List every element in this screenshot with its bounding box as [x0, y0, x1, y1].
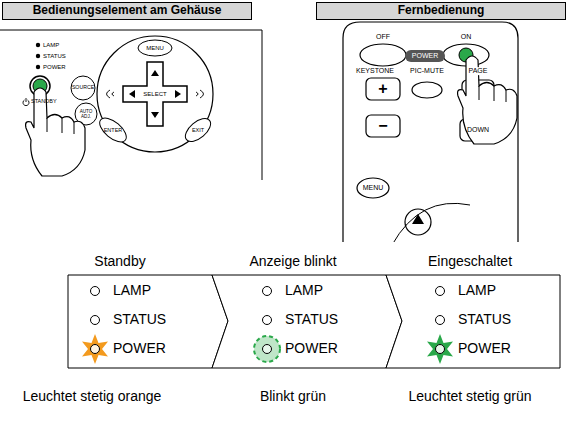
- hand-fingers: [47, 118, 74, 134]
- control-label: −: [378, 117, 387, 135]
- panel-caption: Blinkt grün: [260, 389, 326, 404]
- pad-ring: [392, 203, 470, 245]
- header-bar: Bedienungselement am Gehäuse: [2, 2, 252, 20]
- panel-heading: Standby: [94, 254, 145, 269]
- panel-border: [212, 275, 402, 368]
- indicator-label: STATUS: [285, 312, 338, 327]
- keystone-plus-button: [366, 78, 400, 100]
- control-label: +: [378, 80, 387, 98]
- control-label: SELECT: [142, 91, 167, 98]
- control-label: POWER: [43, 64, 66, 71]
- control-label: KEYSTONE: [356, 67, 394, 75]
- header-bar: Fernbedienung: [316, 2, 566, 20]
- control-label: EXIT: [192, 127, 204, 133]
- volume-marks: [107, 90, 204, 98]
- menu-key: [138, 40, 172, 56]
- lamp-glow: [254, 336, 280, 362]
- indicator-lamp: [91, 287, 100, 296]
- menu-button: [357, 178, 389, 198]
- control-label: OFF: [376, 33, 390, 41]
- indicator-lamp: [436, 287, 445, 296]
- cross-key: [123, 62, 187, 126]
- control-label: POWER: [412, 52, 438, 60]
- indicator-lamp: [91, 316, 100, 325]
- control-label: MENU: [363, 184, 384, 192]
- control-label: DOWN: [467, 126, 489, 134]
- indicator-label: LAMP: [458, 283, 496, 298]
- header-text: Bedienungselement am Gehäuse: [33, 4, 222, 17]
- indicator-label: POWER: [285, 341, 338, 356]
- indicator-lamp: [436, 316, 445, 325]
- panel-caption: Leuchtet stetig grün: [409, 389, 532, 404]
- control-label: ON: [461, 33, 472, 41]
- lamp-glow: [82, 334, 108, 364]
- indicator-panel: EingeschaltetLAMP STATUS POWER Leuchtet ste…: [380, 250, 569, 415]
- enter-key: [96, 114, 131, 147]
- housing-edge: [0, 30, 262, 180]
- power-bar: [405, 50, 445, 62]
- indicator-lamp: [263, 345, 272, 354]
- indicator-lamp: [91, 345, 100, 354]
- up-arrow: [412, 214, 424, 224]
- hand-fingers: [479, 86, 506, 102]
- hand: [458, 56, 517, 144]
- control-label: PIC-MUTE: [410, 67, 444, 75]
- power-symbol: [26, 98, 27, 102]
- indicator-lamp: [263, 316, 272, 325]
- panel-border: [68, 275, 228, 368]
- indicator-label: STATUS: [458, 312, 511, 327]
- indicator-label: LAMP: [285, 283, 323, 298]
- pic-mute-button: [412, 82, 442, 98]
- led-dot: [36, 43, 40, 47]
- off-button: [360, 44, 406, 66]
- panel-border: [386, 275, 560, 368]
- crop-mask: [340, 242, 522, 250]
- indicator-panel: Anzeige blinktLAMP STATUS POWER Blinkt grün: [200, 250, 410, 415]
- exit-key: [181, 114, 214, 146]
- indicator-label: LAMP: [113, 283, 151, 298]
- control-label: ENTER: [104, 127, 123, 133]
- indicator-label: POWER: [458, 341, 511, 356]
- led-dot: [36, 65, 40, 69]
- control-label: MENU: [146, 45, 164, 52]
- panel-heading: Anzeige blinkt: [249, 254, 336, 269]
- led-dot: [36, 54, 40, 58]
- control-label: LAMP: [43, 42, 59, 49]
- hand: [26, 88, 85, 176]
- arrow-marks: [129, 70, 181, 118]
- lamp-glow: [427, 334, 453, 364]
- indicator-label: STATUS: [113, 312, 166, 327]
- indicator-lamp: [263, 287, 272, 296]
- panel-caption: Leuchtet stetig orange: [23, 389, 162, 404]
- control-label: AUTO ADJ.: [78, 109, 94, 119]
- header-text: Fernbedienung: [398, 4, 485, 17]
- control-label: STANDBY: [31, 98, 57, 104]
- keystone-minus-button: [366, 115, 400, 137]
- control-label: STATUS: [43, 53, 66, 60]
- source-button: [71, 76, 95, 100]
- control-label: SOURCE: [72, 85, 94, 91]
- indicator-label: POWER: [113, 341, 166, 356]
- hand: [458, 56, 517, 144]
- remote-body: [343, 22, 518, 242]
- panel-heading: Eingeschaltet: [428, 254, 512, 269]
- indicator-lamp: [436, 345, 445, 354]
- control-label: PAGE: [468, 67, 489, 75]
- indicator-panel: StandbyLAMP STATUS POWER Leuchtet stetig or…: [0, 250, 232, 415]
